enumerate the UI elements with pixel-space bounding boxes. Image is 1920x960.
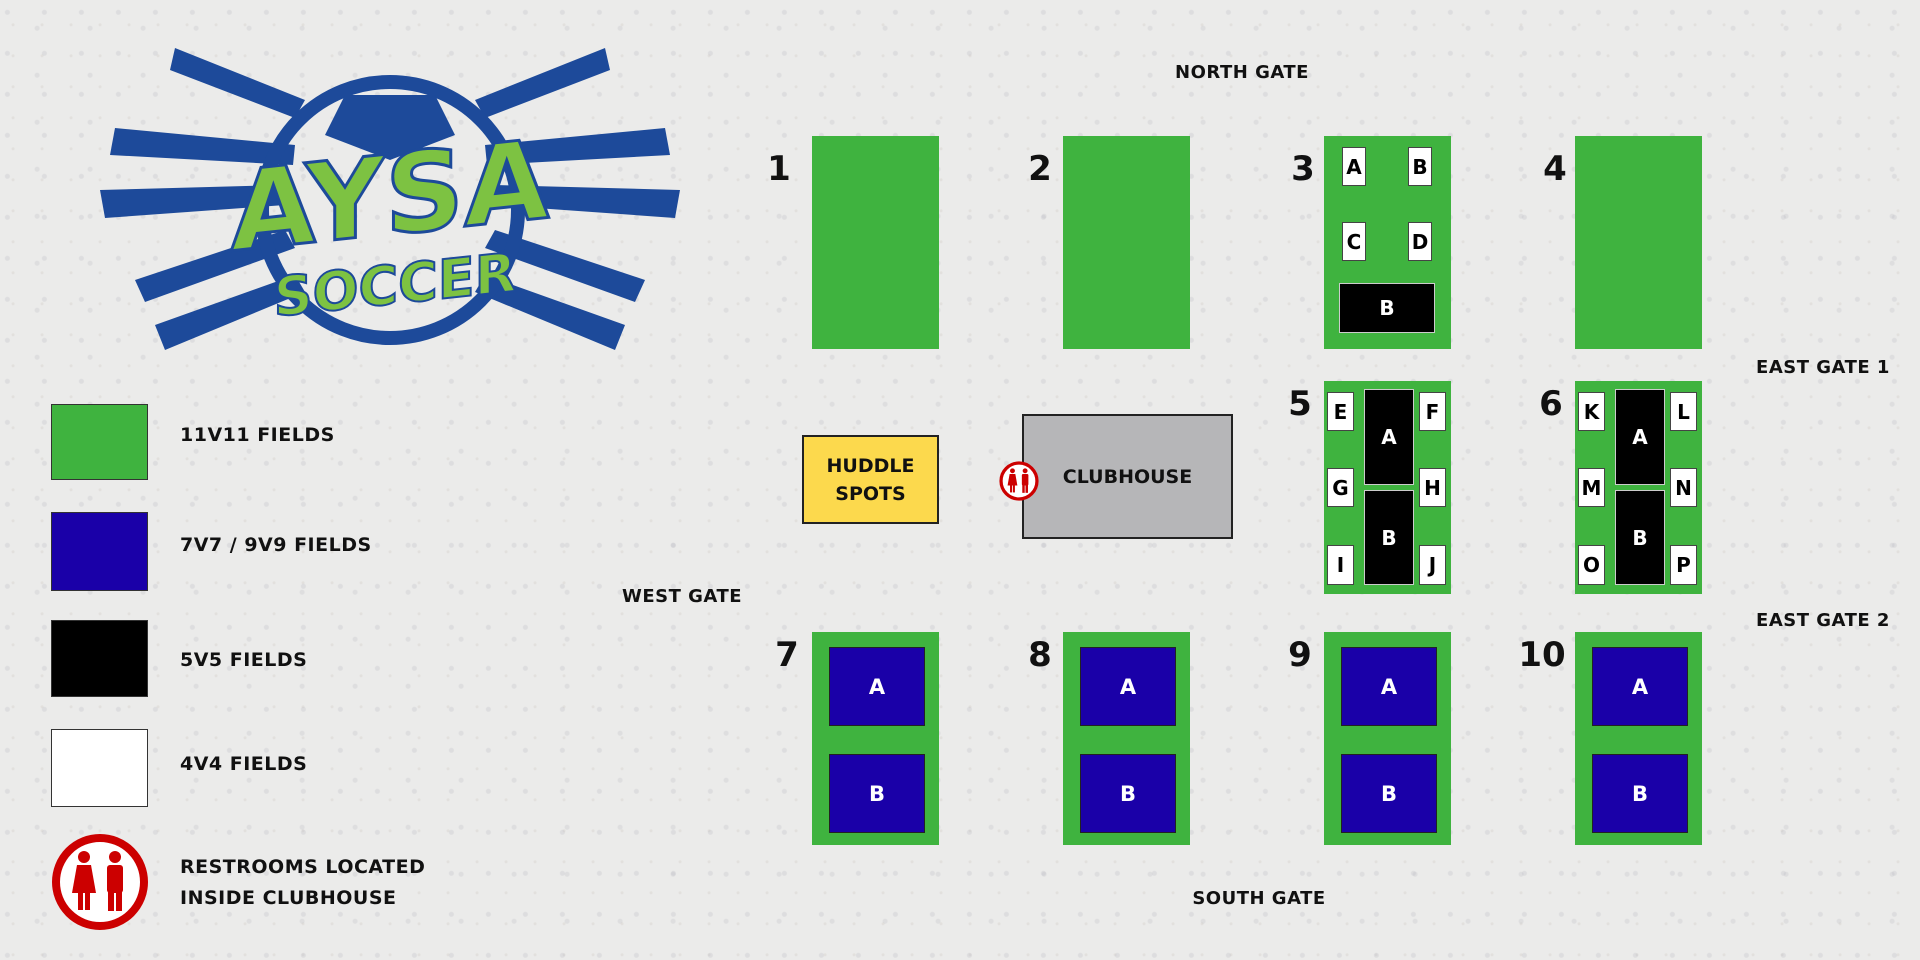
field-number: 7 [775,635,799,675]
subfield-5v5-b: B [1615,490,1665,585]
field-4 [1575,136,1702,349]
subfield-4v4-g: G [1327,468,1354,507]
subfield-5v5-a: A [1364,389,1414,485]
legend-label: 7V7 / 9V9 FIELDS [180,534,372,556]
north-gate-label: NORTH GATE [1175,62,1309,83]
subfield-4v4-c: C [1342,222,1366,261]
aysa-soccer-logo: AYSA SOCCER [95,40,685,370]
subfield-5v5-b: B [1339,283,1435,333]
subfield-7v7-a: A [829,647,925,726]
subfield-4v4-a: A [1342,147,1366,186]
huddle-spots: HUDDLE SPOTS [802,435,939,524]
subfield-4v4-i: I [1327,545,1354,585]
field-number: 3 [1291,149,1315,189]
subfield-5v5-a: A [1615,389,1665,485]
subfield-7v7-b: B [829,754,925,833]
legend-label: 11V11 FIELDS [180,424,335,446]
subfield-7v7-b: B [1341,754,1437,833]
huddle-line1: HUDDLE [826,454,915,477]
legend-label: 4V4 FIELDS [180,753,308,775]
field-number: 4 [1543,149,1567,189]
clubhouse-label: CLUBHOUSE [1062,465,1193,488]
subfield-4v4-h: H [1419,468,1446,507]
subfield-4v4-j: J [1419,545,1446,585]
subfield-7v7-a: A [1592,647,1688,726]
west-gate-label: WEST GATE [621,586,743,607]
east-gate-2-label: EAST GATE 2 [1756,610,1890,631]
field-number: 5 [1288,384,1312,424]
subfield-4v4-f: F [1419,392,1446,431]
legend-swatch [51,729,148,807]
subfield-4v4-m: M [1578,468,1605,507]
field-number: 8 [1028,635,1052,675]
subfield-4v4-d: D [1408,222,1432,261]
subfield-4v4-n: N [1670,468,1697,507]
legend-swatch [51,512,148,591]
field-number: 1 [767,149,791,189]
huddle-line2: SPOTS [835,482,906,505]
subfield-4v4-p: P [1670,545,1697,585]
subfield-4v4-k: K [1578,392,1605,431]
field-number: 2 [1028,149,1052,189]
legend-swatch [51,620,148,697]
legend-swatch [51,404,148,480]
subfield-4v4-o: O [1578,545,1605,585]
field-1 [812,136,939,349]
legend-restroom-line2: INSIDE CLUBHOUSE [180,887,397,909]
legend-restroom-label: RESTROOMS LOCATED INSIDE CLUBHOUSE [180,852,425,914]
legend-restroom-line1: RESTROOMS LOCATED [180,856,426,878]
field-number: 9 [1288,635,1312,675]
subfield-7v7-b: B [1592,754,1688,833]
subfield-4v4-e: E [1327,392,1354,431]
clubhouse: CLUBHOUSE [1022,414,1233,539]
east-gate-1-label: EAST GATE 1 [1756,357,1890,378]
subfield-4v4-b: B [1408,147,1432,186]
field-number: 6 [1539,384,1563,424]
field-2 [1063,136,1190,349]
legend-restroom-icon [51,833,149,931]
clubhouse-restroom-icon [999,461,1039,501]
subfield-7v7-b: B [1080,754,1176,833]
subfield-5v5-b: B [1364,490,1414,585]
legend-label: 5V5 FIELDS [180,649,308,671]
subfield-7v7-a: A [1341,647,1437,726]
field-number: 10 [1518,635,1566,675]
subfield-7v7-a: A [1080,647,1176,726]
south-gate-label: SOUTH GATE [1192,888,1326,909]
subfield-4v4-l: L [1670,392,1697,431]
